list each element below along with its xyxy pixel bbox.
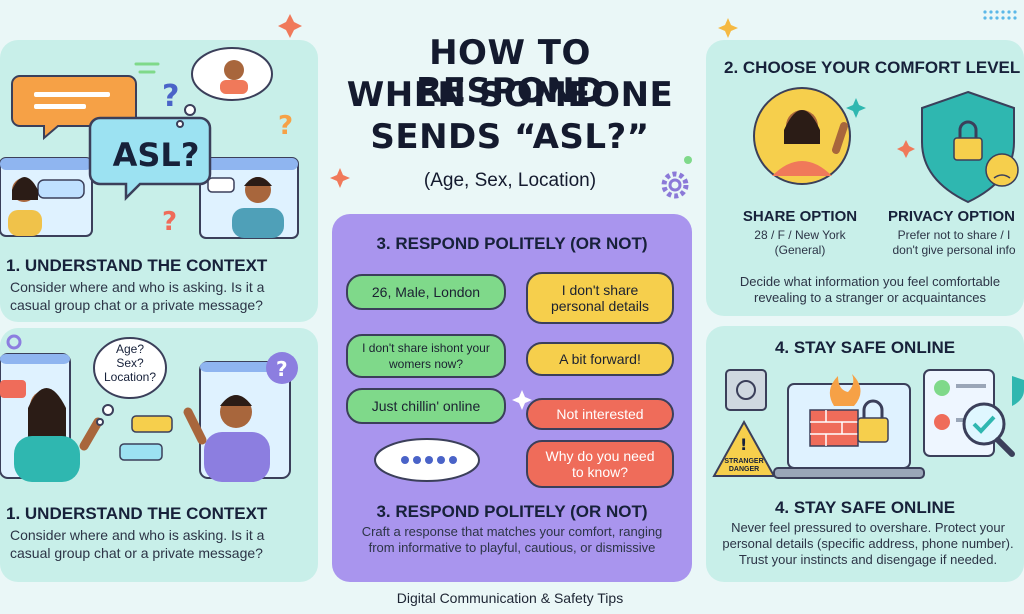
person-icon <box>183 395 270 482</box>
question-mark-icon: ? <box>278 111 293 141</box>
context-heading-top: 1. UNDERSTAND THE CONTEXT <box>6 256 268 275</box>
person-icon <box>14 388 103 482</box>
signal-lines-icon <box>134 62 160 74</box>
dots-decor <box>983 10 1017 20</box>
svg-text:?: ? <box>276 357 288 381</box>
person-icon <box>8 177 42 236</box>
asl-bubble-text: ASL? <box>112 136 200 174</box>
respond-text: Craft a response that matches your comfo… <box>361 524 663 555</box>
context-text-bottom: Consider where and who is asking. Is it … <box>10 527 265 561</box>
sparkle-icon <box>512 390 532 410</box>
comfort-illustration <box>753 87 1019 204</box>
title-line-3: SENDS “ASL?” <box>370 117 650 157</box>
reply-bubble-green: I don't share ishont your womers now? <box>346 334 506 378</box>
typing-dots-icon <box>401 456 457 464</box>
respond-heading-2: 3. RESPOND POLITELY (OR NOT) <box>376 502 648 521</box>
sparkle-icon <box>897 140 915 158</box>
comfort-heading: 2. CHOOSE YOUR COMFORT LEVEL <box>724 58 1021 77</box>
respond-heading: 3. RESPOND POLITELY (OR NOT) <box>376 234 648 253</box>
gear-icon <box>6 334 22 350</box>
title-line-2: WHEN SOMEONE <box>346 75 674 115</box>
reply-bubble-green: Just chillin' online <box>346 388 506 424</box>
gear-icon <box>661 171 689 199</box>
safe-box-icon <box>725 369 767 411</box>
context-heading-bottom: 1. UNDERSTAND THE CONTEXT <box>6 504 268 523</box>
sparkle-icon <box>330 168 350 188</box>
reply-bubble-green: 26, Male, London <box>346 274 506 310</box>
safe-heading: 4. STAY SAFE ONLINE <box>774 338 956 357</box>
person-icon <box>232 177 284 238</box>
share-option-label: SHARE OPTION <box>742 208 858 225</box>
firewall-icon <box>809 374 861 447</box>
safe-illustration: ! <box>712 369 1024 479</box>
context-panel-top: ? ? ? ASL? 1. UNDERSTAND THE CONTEXT Con… <box>0 40 318 322</box>
question-mark-icon: ? <box>162 207 177 237</box>
sparkle-icon <box>846 98 866 118</box>
thought-cloud-icon <box>176 47 273 128</box>
chat-bubble-icon <box>0 380 26 398</box>
comfort-panel: 2. CHOOSE YOUR COMFORT LEVEL SHARE OPTIO… <box>706 40 1024 316</box>
sparkle-icon <box>718 18 738 38</box>
subtitle: (Age, Sex, Location) <box>423 170 597 191</box>
question-badge-icon <box>266 352 298 384</box>
comfort-text: Decide what information you feel comfort… <box>739 274 1001 305</box>
padlock-icon <box>857 399 889 443</box>
reply-bubble-yellow: I don't share personal details <box>526 272 674 324</box>
safe-text: Never feel pressured to overshare. Prote… <box>722 520 1014 567</box>
safe-heading-2: 4. STAY SAFE ONLINE <box>774 498 956 517</box>
dot-decor <box>684 156 692 164</box>
chat-bubble-icon <box>119 443 163 461</box>
reply-bubble-red: Why do you need to know? <box>526 440 674 488</box>
asl-bubble-icon <box>88 116 212 202</box>
sparkle-icon <box>278 14 302 38</box>
share-option-text: 28 / F / New York (General) <box>754 228 846 257</box>
typing-bubble <box>374 438 480 482</box>
stranger-danger-text: STRANGER DANGER <box>724 458 764 473</box>
context-illustration-top: ? ? ? <box>0 47 299 239</box>
asl-cloud-text: Age? Sex? Location? <box>103 342 157 384</box>
magnifier-check-icon <box>962 402 1015 457</box>
context-text-top: Consider where and who is asking. Is it … <box>10 279 265 313</box>
context-illustration-bottom: ? <box>0 334 298 482</box>
share-avatar-icon <box>753 87 851 185</box>
svg-text:!: ! <box>740 435 747 454</box>
worried-face-icon <box>985 153 1019 187</box>
privacy-option-label: PRIVACY OPTION <box>888 208 1015 225</box>
reply-bubble-red: Not interested <box>526 398 674 430</box>
respond-panel: 3. RESPOND POLITELY (OR NOT) 26, Male, L… <box>332 214 692 582</box>
question-mark-icon: ? <box>162 79 179 114</box>
chat-bubble-icon <box>131 415 173 433</box>
context-panel-bottom: ? Age? Sex? Location? 1. UNDERSTAND THE … <box>0 328 318 582</box>
privacy-option-text: Prefer not to share / I don't give perso… <box>892 228 1016 257</box>
thought-cloud-icon <box>93 337 167 426</box>
warning-sign-icon: ! <box>712 419 776 477</box>
reply-bubble-yellow: A bit forward! <box>526 342 674 376</box>
title-line-1: HOW TO RESPOND <box>416 33 604 111</box>
safe-panel: 4. STAY SAFE ONLINE ! <box>706 326 1024 582</box>
footer-caption: Digital Communication & Safety Tips <box>396 590 624 606</box>
shield-icon <box>1012 376 1024 406</box>
